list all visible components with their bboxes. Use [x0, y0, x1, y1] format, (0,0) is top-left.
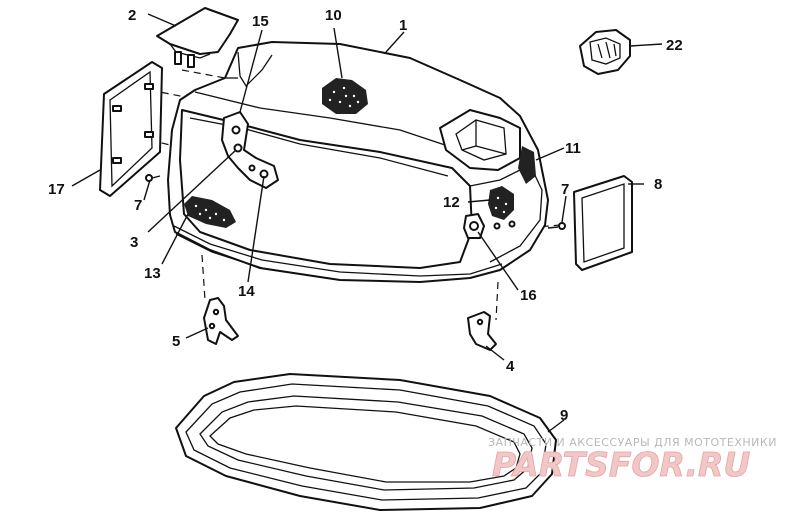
assembly-line-5 — [201, 254, 206, 301]
label-part-7-left: 7 — [134, 197, 142, 214]
label-part-2: 2 — [128, 7, 136, 24]
label-part-4: 4 — [506, 358, 515, 375]
label-part-16: 16 — [520, 287, 537, 304]
label-part-7-right: 7 — [561, 181, 569, 198]
label-part-22: 22 — [666, 37, 683, 54]
part-8-side-panel — [573, 175, 633, 271]
label-part-17: 17 — [48, 181, 65, 198]
label-part-13: 13 — [144, 265, 161, 282]
part-17-side-panel — [99, 61, 163, 197]
leader-lines — [71, 13, 663, 433]
label-part-11: 11 — [565, 140, 581, 157]
part-12-foam-pad — [488, 186, 514, 220]
label-part-9: 9 — [560, 407, 568, 424]
part-7-screw-left — [145, 174, 161, 182]
part-22-connector — [579, 29, 631, 75]
label-part-10: 10 — [325, 7, 342, 24]
assembly-line-4 — [495, 281, 499, 321]
label-part-12: 12 — [443, 194, 460, 211]
part-9-seal — [175, 373, 557, 511]
label-part-5: 5 — [172, 333, 180, 350]
part-2-top-cap — [156, 7, 239, 68]
part-13-foam-pad — [184, 196, 236, 228]
part-1-cowling — [167, 41, 549, 283]
label-part-1: 1 — [399, 17, 407, 34]
label-part-14: 14 — [238, 283, 255, 300]
part-14-15-latch-bracket — [221, 111, 279, 189]
assembly-line-2 — [181, 69, 226, 79]
watermark-logo: PARTSFOR.RU — [492, 445, 750, 484]
watermark-caption: ЗАПЧАСТИ И АКСЕССУАРЫ ДЛЯ МОТОТЕХНИКИ — [488, 436, 777, 449]
part-16-latch — [463, 213, 485, 239]
label-part-3: 3 — [130, 234, 138, 251]
part-4-bracket — [467, 311, 497, 351]
label-part-15: 15 — [252, 13, 269, 30]
label-part-8: 8 — [654, 176, 662, 193]
part-10-foam-pad — [322, 78, 368, 114]
part-7-screw-right — [547, 222, 566, 230]
part-5-bracket — [203, 297, 239, 345]
